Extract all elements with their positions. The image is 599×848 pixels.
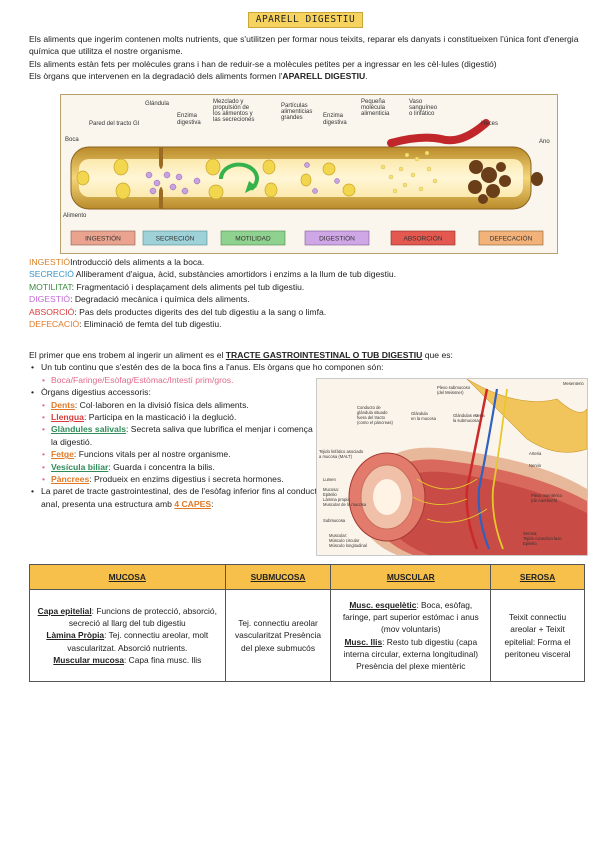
svg-text:Mucosa:: Mucosa: [323,487,339,492]
header-submucosa: SUBMUCOSA [224,564,332,590]
svg-text:fuera del tracto: fuera del tracto [357,415,386,420]
organ-list: Boca/Faringe/Esòfag/Estòmac/Intestí prim… [29,374,331,387]
label-pequena: Pequeña [361,99,386,105]
accessory-list: Dents: Col·laboren en la divisió física … [29,399,315,486]
bullet-accessory: Òrgans digestius accessoris: [29,386,589,399]
svg-text:Tejido conectivo laxo: Tejido conectivo laxo [523,536,562,541]
svg-text:Epitelio: Epitelio [523,541,537,546]
svg-text:(como el páncreas): (como el páncreas) [357,420,393,425]
tract-lead: El primer que ens trobem al ingerir un a… [29,350,453,360]
stage-secrecion: SECRECIÓN [156,234,195,243]
stage-motilidad: MOTILIDAD [235,236,271,243]
label-heces: Heces [481,121,498,127]
intro-line-2: Els aliments estàn fets per molècules gr… [29,58,497,69]
svg-text:propulsión de: propulsión de [213,105,250,111]
svg-text:la submucosa: la submucosa [453,418,480,423]
svg-text:Vena: Vena [475,413,485,418]
intro-line-3: Els òrgans que intervenen en la degradac… [29,71,368,82]
svg-text:Serosa:: Serosa: [523,531,537,536]
legend-digestio: DIGESTIÓ: Degradació mecànica i química … [29,294,250,305]
svg-text:Músculo circular: Músculo circular [329,538,360,543]
svg-text:Tejido linfático asociado: Tejido linfático asociado [319,449,364,454]
svg-text:a mucosa (MALT): a mucosa (MALT) [319,454,353,459]
digestive-process-illustration: Boca Pared del tracto GI Glándula Enzima… [63,99,550,246]
process-legend: INGESTIÓIntroducció dels aliments a la b… [29,256,589,330]
svg-text:Nervio: Nervio [529,463,542,468]
accessory-pancrees: Pàncrees: Produeix en enzims digestius i… [29,473,315,486]
label-vaso: Vaso [409,99,423,105]
cell-mucosa: Capa epitelial: Funcions de protecció, a… [29,589,226,682]
svg-text:Glándula: Glándula [411,411,428,416]
accessory-glandules: Glàndules salivals: Secreta saliva que l… [29,423,315,448]
gi-wall-illustration: Mesenterio Plexo submucoso(del Meissner)… [319,378,588,555]
legend-defecacio: DEFECACIÓ: Eliminació de femta del tub d… [29,319,222,330]
cell-submucosa: Tej. connectiu areolar vascularitzat Pre… [224,589,332,682]
svg-text:Glándulas en: Glándulas en [453,413,478,418]
svg-text:Conducto de: Conducto de [357,405,381,410]
accessory-vesicula: Vesícula biliar: Guarda i concentra la b… [29,461,315,474]
svg-text:Plexo submucoso: Plexo submucoso [437,385,471,390]
label-ano: Ano [539,139,550,145]
svg-text:digestiva: digestiva [177,120,201,126]
svg-text:digestiva: digestiva [323,120,347,126]
label-pared: Pared del tracto GI [89,121,140,127]
layers-table: MUCOSA SUBMUCOSA MUSCULAR SEROSA Capa ep… [29,564,585,682]
svg-text:Plexo mientérico: Plexo mientérico [531,493,563,498]
svg-text:Lámina propia: Lámina propia [323,497,350,502]
svg-text:Muscular:: Muscular: [329,533,347,538]
svg-text:Submucosa: Submucosa [323,518,346,523]
label-boca: Boca [65,137,79,143]
svg-text:molécula: molécula [361,105,386,111]
header-serosa: SEROSA [490,564,585,590]
svg-text:glándula situado: glándula situado [357,410,388,415]
digestive-process-figure: Boca Pared del tracto GI Glándula Enzima… [60,94,558,254]
svg-text:Muscular de la mucosa: Muscular de la mucosa [323,502,367,507]
svg-text:Músculo longitudinal: Músculo longitudinal [329,543,367,548]
svg-text:sanguíneo: sanguíneo [409,105,438,111]
stage-ingestion: INGESTIÓN [85,234,121,243]
cell-muscular: Musc. esquelètic: Boca, esòfag, faringe,… [330,589,492,682]
header-mucosa: MUCOSA [29,564,226,590]
legend-absorcio: ABSORCIÓ: Pas dels productes digerits de… [29,306,327,317]
stage-defecacion: DEFECACIÓN [490,234,533,243]
svg-text:alimenticia: alimenticia [361,111,390,117]
accessory-llengua: Llengua: Participa en la masticació i la… [29,411,315,424]
header-muscular: MUSCULAR [330,564,492,590]
stage-absorcion: ABSORCIÓN [403,234,442,243]
svg-text:Mesenterio: Mesenterio [563,381,584,386]
bullet-tube: Un tub continu que s'estén des de la boc… [29,361,589,374]
svg-text:alimenticias: alimenticias [281,109,312,115]
label-enzima-2: Enzima [323,113,344,119]
label-particulas: Partículas [281,103,308,109]
accessory-fetge: Fetge: Funcions vitals per al nostre org… [29,448,315,461]
label-alimento: Alimento [63,213,87,219]
svg-text:Epitelio: Epitelio [323,492,337,497]
svg-text:las secreciones: las secreciones [213,117,254,123]
svg-text:en la mucosa: en la mucosa [411,416,437,421]
svg-text:los alimentos y: los alimentos y [213,111,253,117]
legend-motilitat: MOTILITAT: Fragmentació i desplaçament d… [29,281,305,292]
svg-text:(de Auerbach): (de Auerbach) [531,498,558,503]
svg-text:Arteria: Arteria [529,451,542,456]
tract-section: El primer que ens trobem al ingerir un a… [29,349,589,510]
accessory-dents: Dents: Col·laboren en la divisió física … [29,399,315,412]
svg-text:Lumen: Lumen [323,477,336,482]
label-mezclado: Mezclado y [213,99,243,105]
svg-text:o linfático: o linfático [409,111,435,117]
svg-text:(del Meissner): (del Meissner) [437,390,464,395]
page-title: APARELL DIGESTIU [248,12,363,28]
legend-ingestio: INGESTIÓIntroducció dels aliments a la b… [29,257,205,267]
intro-line-1: Els aliments que ingerim contenen molts … [29,34,579,57]
label-glandula: Glándula [145,101,170,107]
cell-serosa: Teixit connectiu areolar + Teixit epitel… [490,589,585,682]
svg-text:grandes: grandes [281,115,303,121]
legend-secrecio: SECRECIÓ Alliberament d'aigua, àcid, sub… [29,269,397,280]
gi-wall-figure: Mesenterio Plexo submucoso(del Meissner)… [316,378,588,556]
label-enzima-1: Enzima [177,113,198,119]
stage-digestion: DIGESTIÓN [319,234,355,243]
bullet-layers: La paret de tracte gastrointestinal, des… [29,485,327,510]
intro-text: Els aliments que ingerim contenen molts … [29,33,589,83]
